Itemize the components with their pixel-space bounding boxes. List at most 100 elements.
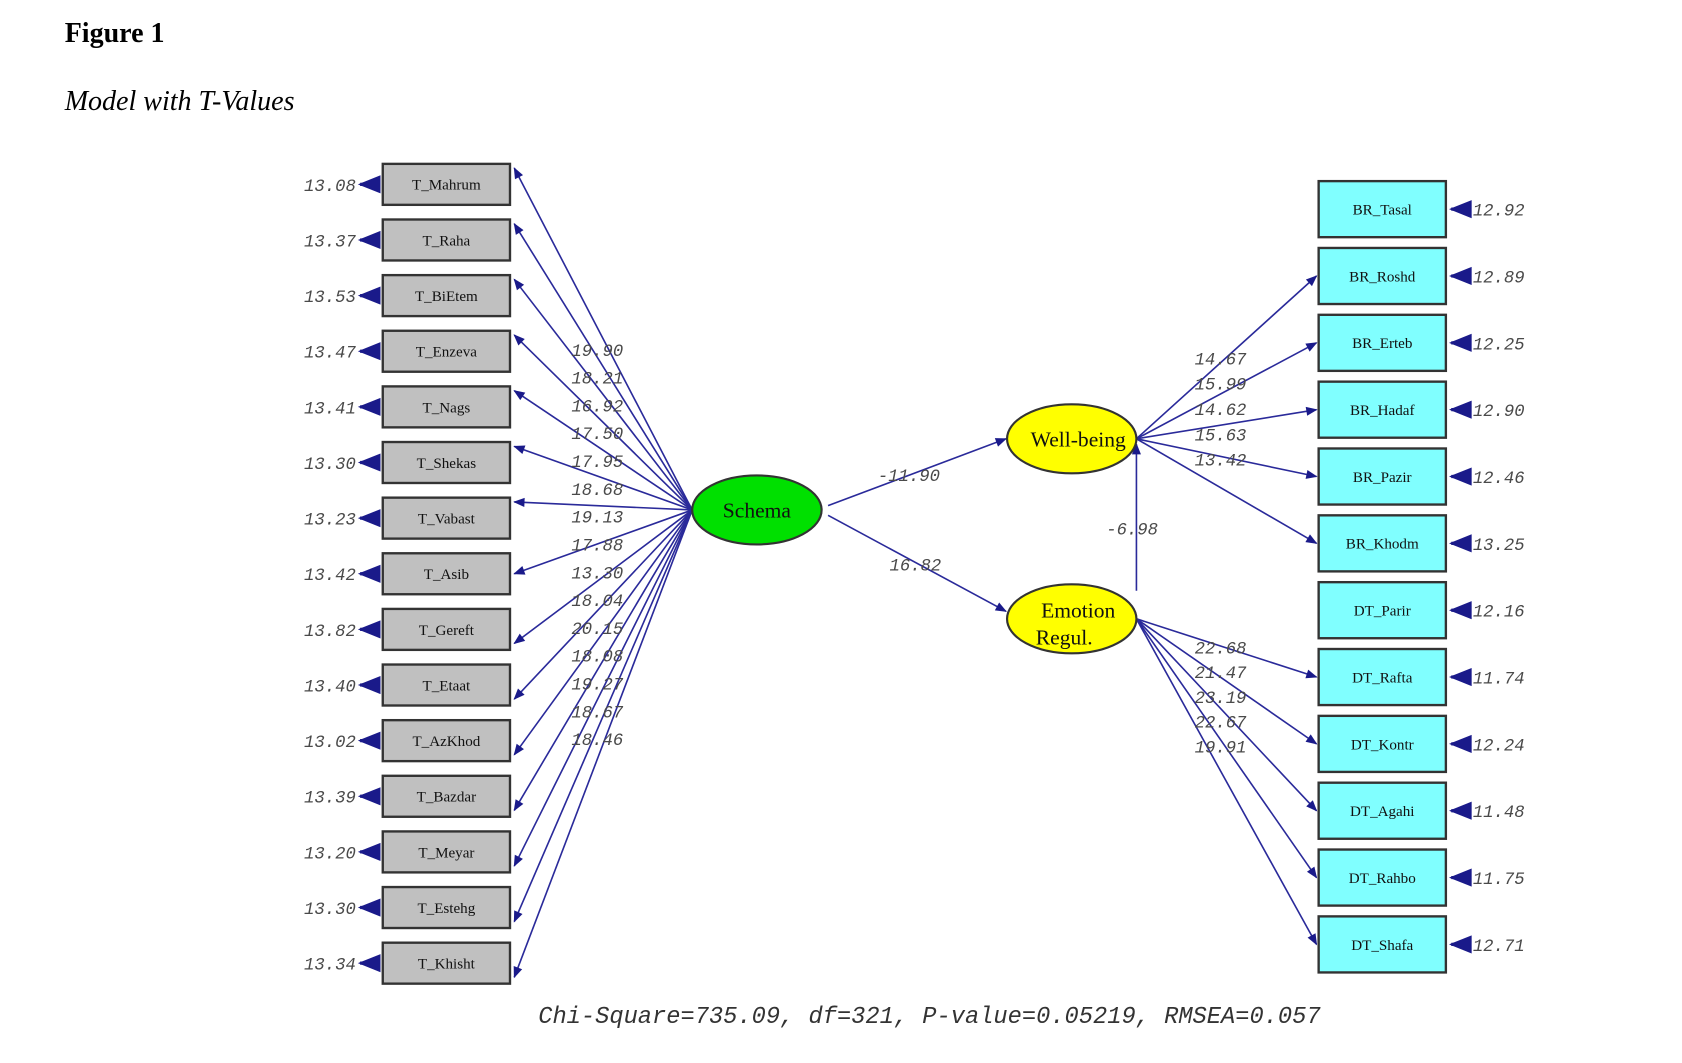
latent-wellbeing[interactable]: Well-being [1005,403,1138,475]
indicator-label: T_Vabast [418,512,476,528]
er-loading-DT_Agahi [1135,618,1318,812]
loading-t-value: 16.92 [571,398,623,417]
latent-emotion-regulation[interactable]: Emotion Regul. [1005,583,1138,655]
loading-path-T_Gereft [513,509,693,645]
loading-t-value: 13.42 [1195,453,1247,472]
indicator-box [1317,915,1448,974]
loading-t-value: 18.21 [571,371,623,390]
indicator-T_Etaat[interactable]: T_Etaat [381,663,512,707]
loading-t-value: 18.68 [571,482,623,501]
error-t-value: 13.39 [304,790,356,809]
loading-path-T_BiEtem [513,278,693,511]
loading-path-T_AzKhod [513,509,693,756]
indicator-T_BiEtem[interactable]: T_BiEtem [381,273,512,318]
path-schema-emotion-t: 16.82 [890,557,942,576]
latent-emotion-label-line2: Regul. [1036,626,1093,650]
loading-path-T_Shekas [513,445,693,511]
indicator-box [1317,380,1448,439]
indicator-T_Estehg[interactable]: T_Estehg [381,885,512,930]
paths-layer [357,167,1472,979]
indicator-label: T_Asib [424,567,469,583]
error-t-value: 12.89 [1473,269,1525,288]
indicator-DT_Parir[interactable]: DT_Parir [1317,580,1448,640]
indicator-box [381,218,512,262]
error-t-value: 13.40 [304,678,356,697]
error-t-value: 13.30 [304,456,356,475]
indicator-T_Raha[interactable]: T_Raha [381,218,512,262]
loading-path-T_Bazdar [513,509,693,812]
indicator-label: DT_Shafa [1351,938,1413,954]
indicator-box [381,830,512,874]
indicator-T_Vabast[interactable]: T_Vabast [381,496,512,540]
er-loading-DT_Rafta [1136,618,1318,679]
error-t-value: 13.37 [304,233,356,252]
indicator-BR_Hadaf[interactable]: BR_Hadaf [1317,380,1448,439]
indicator-label: T_Estehg [417,901,475,917]
error-t-value: 13.41 [304,400,356,419]
error-t-value: 12.24 [1473,737,1525,756]
loading-t-value: 17.95 [571,454,623,473]
indicator-DT_Rafta[interactable]: DT_Rafta [1317,647,1448,707]
indicator-box [1317,714,1448,774]
error-t-value: 11.75 [1473,871,1525,890]
indicator-T_Meyar[interactable]: T_Meyar [381,830,512,874]
error-t-value: 11.48 [1473,804,1525,823]
indicator-label: T_Mahrum [412,178,481,194]
indicator-label: BR_Khodm [1346,537,1419,553]
latent-schema[interactable]: Schema [691,474,823,546]
indicator-BR_Roshd[interactable]: BR_Roshd [1317,246,1448,306]
indicator-T_Mahrum[interactable]: T_Mahrum [381,162,512,207]
indicator-label: BR_Hadaf [1350,403,1415,419]
error-t-value: 13.30 [304,901,356,920]
latent-wellbeing-label: Well-being [1031,427,1126,451]
wb-loading-BR_Khodm [1136,438,1318,545]
indicator-box [381,663,512,707]
indicator-box [1317,246,1448,306]
error-t-value: 13.25 [1473,537,1525,556]
indicator-DT_Shafa[interactable]: DT_Shafa [1317,915,1448,974]
error-t-value: 13.34 [304,957,356,976]
indicator-T_Asib[interactable]: T_Asib [381,552,512,596]
indicator-T_AzKhod[interactable]: T_AzKhod [381,718,512,763]
indicator-DT_Kontr[interactable]: DT_Kontr [1317,714,1448,774]
indicator-label: T_Gereft [419,623,475,639]
indicator-label: T_Etaat [423,678,472,694]
indicator-T_Shekas[interactable]: T_Shekas [381,440,512,485]
loading-t-value: 22.67 [1195,715,1247,734]
loading-t-value: 19.13 [571,510,623,529]
error-t-value: 13.42 [304,567,356,586]
loading-path-T_Nags [513,390,693,511]
indicator-label: T_Meyar [418,845,474,861]
indicator-BR_Khodm[interactable]: BR_Khodm [1317,514,1448,573]
path-schema-wellbeing-t: -11.90 [878,468,940,487]
indicator-label: DT_Rahbo [1349,871,1416,887]
loading-t-value: 15.99 [1195,377,1247,396]
indicator-box [381,273,512,318]
path-schema-emotion [827,514,1007,612]
indicator-label: DT_Kontr [1351,737,1414,753]
indicator-T_Bazdar[interactable]: T_Bazdar [381,774,512,818]
indicator-label: T_Enzeva [416,345,477,361]
indicator-DT_Rahbo[interactable]: DT_Rahbo [1317,848,1448,907]
indicator-box [1317,781,1448,840]
loading-t-value: 14.67 [1195,351,1247,370]
indicator-BR_Tasal[interactable]: BR_Tasal [1317,179,1448,239]
indicator-box [1317,647,1448,707]
indicator-DT_Agahi[interactable]: DT_Agahi [1317,781,1448,840]
indicator-BR_Pazir[interactable]: BR_Pazir [1317,447,1448,506]
indicator-label: T_Raha [423,233,471,249]
indicator-BR_Erteb[interactable]: BR_Erteb [1317,313,1448,373]
error-t-value: 12.25 [1473,336,1525,355]
er-loading-DT_Rahbo [1135,618,1318,879]
path-emotion-wellbeing-t: -6.98 [1106,522,1158,541]
loading-t-value: 17.50 [571,426,623,445]
loading-path-T_Khisht [513,509,693,979]
indicator-T_Gereft[interactable]: T_Gereft [381,607,512,652]
loading-t-value: 22.68 [1195,640,1247,659]
indicator-T_Nags[interactable]: T_Nags [381,385,512,429]
indicator-T_Enzeva[interactable]: T_Enzeva [381,329,512,373]
indicator-box [381,718,512,763]
wb-loading-BR_Hadaf [1136,406,1318,440]
error-t-value: 13.02 [304,734,356,753]
indicator-T_Khisht[interactable]: T_Khisht [381,941,512,985]
